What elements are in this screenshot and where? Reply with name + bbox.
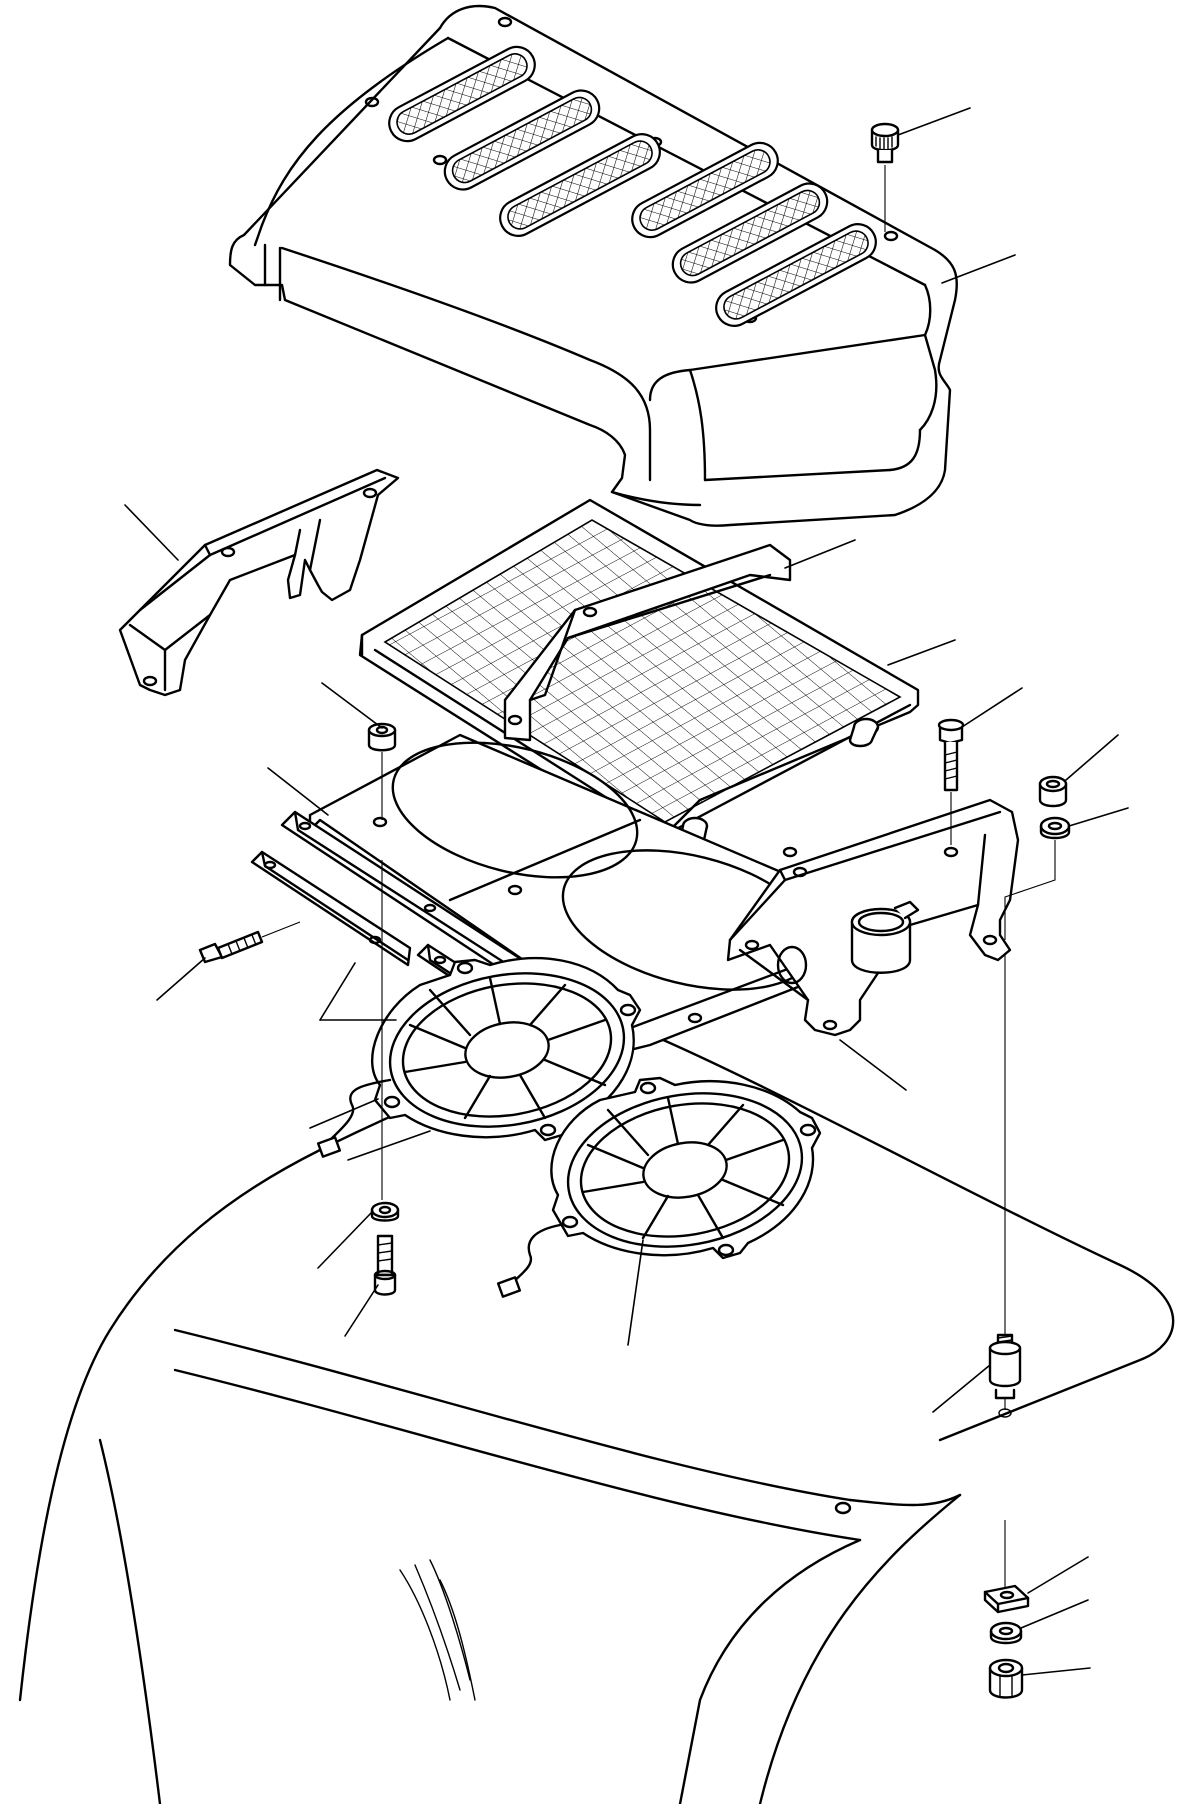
flange-nut [988,1658,1024,1699]
washer-fan-bolt [370,1201,400,1222]
square-washer [983,1584,1030,1614]
knob-screw [870,122,900,232]
callout-leaders [124,107,1129,1676]
hose-clamp [850,900,920,974]
electric-fan-right [496,1076,822,1298]
rubber-mount [988,1333,1022,1410]
nut-upper-right [1038,775,1068,808]
washer-lower [989,1621,1023,1645]
support-bracket-center [503,543,792,742]
nut-shroud [367,722,397,820]
washer-upper-right [1039,816,1071,840]
support-bracket-left [118,468,400,697]
electric-fan-left [316,956,642,1158]
condenser-fitting-right [848,717,880,748]
support-bracket-right [726,798,1020,1037]
top-cover-with-grilles [228,4,958,527]
bolt-right [937,718,965,845]
bolt-left [198,921,301,964]
condenser-core [358,498,920,850]
